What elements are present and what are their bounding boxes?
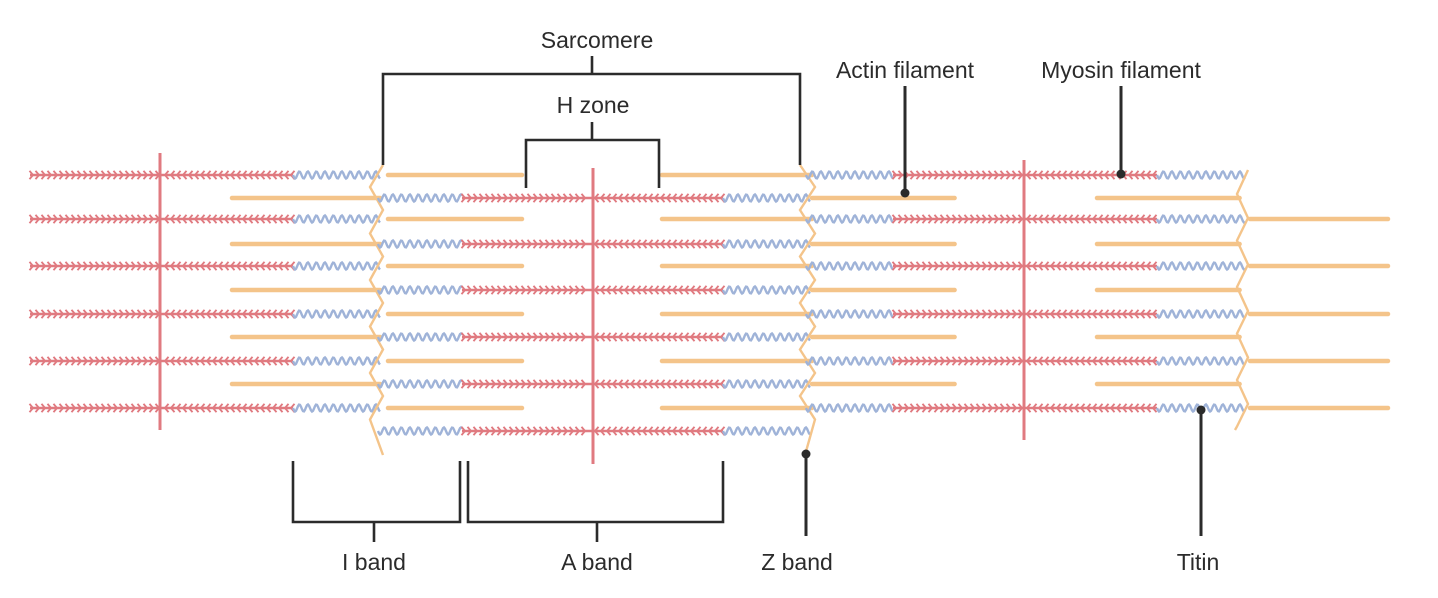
z-band-zigzag <box>1233 169 1250 431</box>
titin-filament <box>804 355 894 367</box>
a-band-bracket <box>466 461 725 542</box>
titin-filament <box>804 213 894 225</box>
titin-pointer <box>1196 405 1206 415</box>
myosin-heads <box>28 261 161 271</box>
z-band-zigzag <box>798 164 817 456</box>
titin-filament <box>721 331 811 343</box>
i-band-bracket <box>291 461 462 542</box>
myosin-heads <box>891 356 1024 366</box>
titin-filament <box>291 213 381 225</box>
titin-filament <box>721 192 811 204</box>
myosin-heads <box>593 193 726 203</box>
titin-filament <box>376 238 463 250</box>
titin-filament <box>291 169 381 181</box>
titin-filament <box>376 192 463 204</box>
i-band-label: I band <box>342 549 406 575</box>
myosin-heads <box>891 403 1024 413</box>
titin-filament <box>804 169 894 181</box>
myosin-heads <box>593 426 726 436</box>
myosin-heads <box>460 379 587 389</box>
myosin-heads <box>460 239 587 249</box>
titin-filament <box>376 284 463 296</box>
myosin-heads <box>1025 214 1158 224</box>
myosin-heads <box>28 356 161 366</box>
titin-filament <box>721 238 811 250</box>
titin-filament <box>1155 169 1246 181</box>
myosin-heads <box>163 356 296 366</box>
myosin-heads <box>28 170 161 180</box>
myosin-heads <box>163 170 296 180</box>
titin-filament <box>721 378 811 390</box>
titin-filament <box>721 425 811 437</box>
myosin-heads <box>1025 261 1158 271</box>
titin-filament <box>291 308 381 320</box>
myosin-heads <box>1025 170 1158 180</box>
titin-filament <box>1155 355 1246 367</box>
titin-filament <box>291 355 381 367</box>
myosin-heads <box>593 332 726 342</box>
myosin-heads <box>891 261 1024 271</box>
myosin-heads <box>163 403 296 413</box>
myosin-heads <box>593 379 726 389</box>
myosin-heads <box>593 285 726 295</box>
myosin-heads <box>593 239 726 249</box>
myosin-heads <box>460 193 587 203</box>
filament-structure <box>28 153 1391 464</box>
sarcomere-label: Sarcomere <box>541 27 653 53</box>
actin-filament-pointer <box>900 188 910 198</box>
z-band-pointer <box>801 449 811 459</box>
myosin-heads <box>891 214 1024 224</box>
myosin-heads <box>460 285 587 295</box>
myosin-filament-pointer <box>1116 169 1126 179</box>
a-band-label: A band <box>561 549 633 575</box>
myosin-heads <box>460 332 587 342</box>
titin-filament <box>804 260 894 272</box>
actin-filament-label: Actin filament <box>836 57 975 83</box>
myosin-filament-label: Myosin filament <box>1041 57 1201 83</box>
myosin-heads <box>163 261 296 271</box>
titin-filament <box>376 425 463 437</box>
myosin-heads <box>163 309 296 319</box>
myosin-heads <box>891 309 1024 319</box>
titin-filament <box>291 402 381 414</box>
myosin-heads <box>891 170 1024 180</box>
titin-filament <box>721 284 811 296</box>
myosin-heads <box>28 309 161 319</box>
titin-filament <box>1155 260 1246 272</box>
titin-filament <box>1155 308 1246 320</box>
myosin-heads <box>163 214 296 224</box>
myosin-heads <box>1025 403 1158 413</box>
myosin-heads <box>28 403 161 413</box>
h-zone-label: H zone <box>557 92 630 118</box>
titin-filament <box>804 308 894 320</box>
titin-filament <box>1155 213 1246 225</box>
titin-filament <box>376 331 463 343</box>
titin-filament <box>291 260 381 272</box>
sarcomere-bracket <box>381 56 802 165</box>
titin-filament <box>376 378 463 390</box>
myosin-heads <box>460 426 587 436</box>
z-band-zigzag <box>368 164 385 456</box>
myosin-heads <box>1025 309 1158 319</box>
myosin-heads <box>1025 356 1158 366</box>
titin-label: Titin <box>1177 549 1220 575</box>
titin-filament <box>804 402 894 414</box>
z-band-label: Z band <box>761 549 833 575</box>
h-zone-bracket <box>524 122 661 188</box>
myosin-heads <box>28 214 161 224</box>
